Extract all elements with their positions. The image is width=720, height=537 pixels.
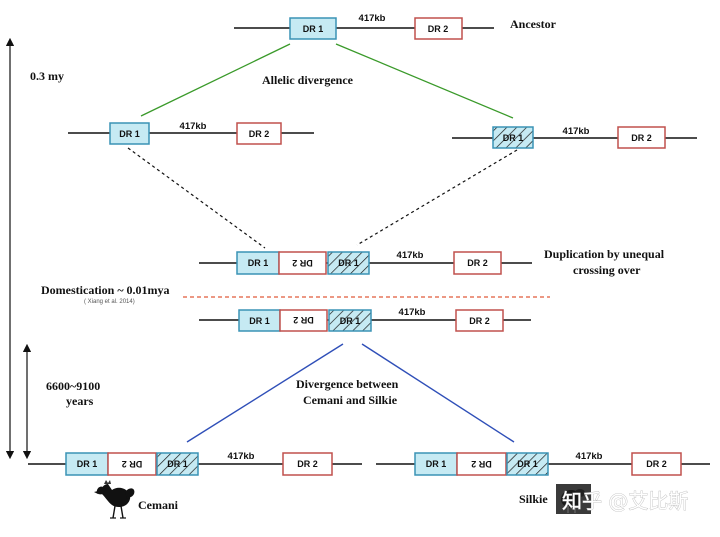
distance-label: 417kb: [180, 121, 207, 132]
dr2-inverted-label: DR 2: [471, 459, 492, 469]
duplication-label-line1: Duplication by unequal: [544, 247, 665, 261]
duplication-chromosome: DR 1 DR 2 DR 1 417kb DR 2: [199, 250, 532, 275]
distance-label: 417kb: [576, 451, 603, 462]
divergence-line-right: [361, 343, 515, 443]
cemani-chromosome: DR 1 DR 2 DR 1 417kb DR 2: [28, 451, 362, 476]
dr1-hatched-box: [492, 126, 534, 149]
dr2-label: DR 2: [249, 129, 270, 139]
ancestor-label: Ancestor: [510, 17, 557, 31]
dr1-label: DR 1: [517, 459, 538, 469]
dr2-inverted-label: DR 2: [293, 315, 314, 325]
dr2-box: [617, 126, 666, 149]
dr1-hatched-box: [506, 452, 549, 476]
divergence-line-left: [186, 343, 344, 443]
dr1-label: DR 1: [303, 24, 324, 34]
divergence-label-line2: Cemani and Silkie: [303, 393, 398, 407]
ancestor-chromosome: DR 1 417kb DR 2: [234, 13, 494, 40]
dr1-label: DR 1: [119, 129, 140, 139]
allelic-divergence-label: Allelic divergence: [262, 73, 354, 87]
time-label-years-line2: years: [66, 394, 94, 408]
cemani-label: Cemani: [138, 498, 179, 512]
time-label-0.3my: 0.3 my: [30, 69, 64, 83]
allele-left-chromosome: DR 1 417kb DR 2: [68, 121, 314, 145]
dr1-label: DR 1: [77, 459, 98, 469]
dr1-label: DR 1: [167, 459, 188, 469]
dr1-label: DR 1: [338, 258, 359, 268]
dr2-box: [455, 309, 504, 332]
duplication-label-line2: crossing over: [573, 263, 641, 277]
silkie-chromosome: DR 1 DR 2 DR 1 417kb DR 2: [376, 451, 710, 476]
dr2-label: DR 2: [469, 316, 490, 326]
allelic-divergence-line-right: [335, 43, 514, 119]
dr1-hatched-box: [328, 309, 372, 332]
dr2-inverted-box: [107, 452, 157, 476]
dr1-hatched-box: [327, 251, 370, 275]
dr1-label: DR 1: [248, 258, 269, 268]
distance-label: 417kb: [563, 126, 590, 137]
dr1-box: [109, 122, 150, 145]
crossover-dashed-line-right: [356, 149, 518, 246]
dr2-label: DR 2: [646, 459, 667, 469]
dr2-inverted-box: [278, 251, 327, 275]
time-label-years-line1: 6600~9100: [46, 379, 100, 393]
dr1-label: DR 1: [340, 316, 361, 326]
silkie-label: Silkie: [519, 492, 548, 506]
divergence-label-line1: Divergence between: [296, 377, 399, 391]
dr2-label: DR 2: [467, 258, 488, 268]
distance-label: 417kb: [397, 250, 424, 261]
distance-label: 417kb: [399, 307, 426, 318]
dr2-inverted-label: DR 2: [292, 258, 313, 268]
dr2-box: [453, 251, 502, 275]
cemani-rooster-icon: [94, 480, 135, 519]
distance-label: 417kb: [359, 13, 386, 24]
allelic-divergence-line-left: [140, 43, 291, 117]
dr2-label: DR 2: [631, 133, 652, 143]
dr1-label: DR 1: [503, 133, 524, 143]
dr2-inverted-box: [279, 309, 328, 332]
silkie-photo: [556, 484, 591, 514]
dr1-label: DR 1: [426, 459, 447, 469]
zhihu-watermark: 知乎 @艾比斯: [562, 489, 688, 513]
domestication-label: Domestication ~ 0.01mya: [41, 283, 170, 297]
dr2-inverted-label: DR 2: [122, 459, 143, 469]
dr2-box: [414, 17, 463, 40]
dr1-label: DR 1: [249, 316, 270, 326]
distance-label: 417kb: [228, 451, 255, 462]
dr2-box: [236, 122, 282, 145]
dr2-label: DR 2: [297, 459, 318, 469]
allele-right-chromosome: DR 1 417kb DR 2: [452, 126, 697, 149]
dr1-hatched-box: [156, 452, 199, 476]
dr1-box: [289, 17, 337, 40]
dr2-box: [631, 452, 682, 476]
citation-label: ( Xiang et al. 2014): [84, 299, 135, 305]
dr2-box: [282, 452, 333, 476]
dr2-inverted-box: [456, 452, 507, 476]
dr2-label: DR 2: [428, 24, 449, 34]
crossover-dashed-line-left: [127, 147, 266, 249]
domesticated-chromosome: DR 1 DR 2 DR 1 417kb DR 2: [199, 307, 531, 332]
